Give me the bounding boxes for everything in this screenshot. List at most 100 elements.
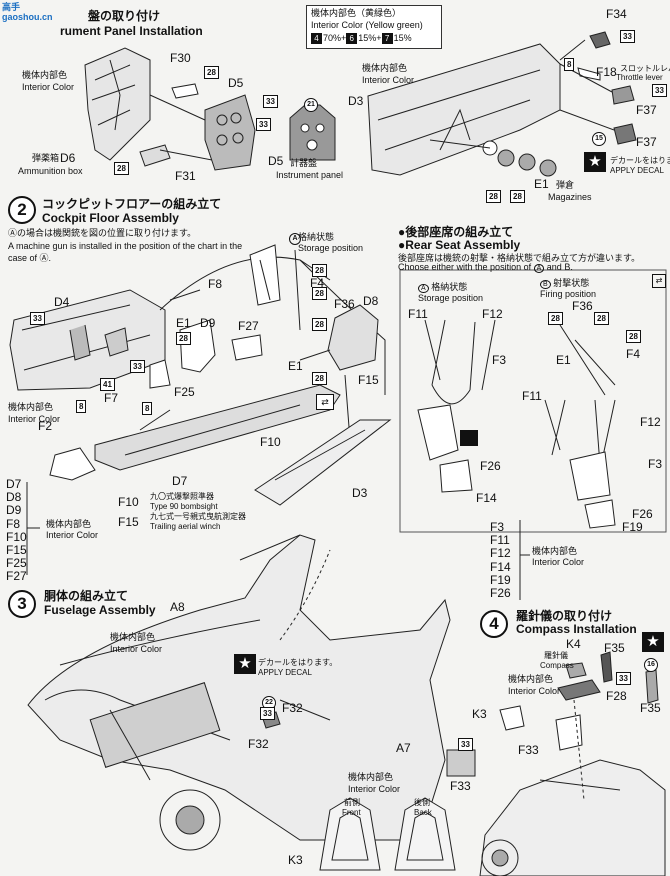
inner-color-jp: 機体内部色 [348,772,394,782]
list-item: F26 [490,586,511,601]
step2-title-en: Cockpit Floor Assembly [42,211,179,225]
paint-badge-28: 28 [312,372,327,385]
alt-marker-icon [460,430,478,446]
part-f2: F2 [38,419,53,433]
paint-7-pct: 15% [393,33,412,43]
part-d4: D4 [54,295,70,309]
paint-circle-21: 21 [304,98,318,112]
rear-seat-note-jp: 後部座席は機銃の射撃・格納状態で組み立て方が違います。 [398,253,641,263]
paint-circle-15: 15 [592,132,606,146]
paint-6-icon: 6 [346,33,358,45]
part-f32-b: F32 [248,737,269,751]
step2-color-parts-list: D7 D8 D9 F8 F10 F15 F25 F27 [6,477,27,584]
part-f27: F27 [238,319,259,333]
inner-color-en: Interior Color [348,784,401,794]
part-f36: F36 [572,299,593,313]
watermark-line1: 高手 [2,2,21,12]
list-color-jp: 機体内部色 [46,519,92,529]
step1-title-en: rument Panel Installation [60,24,203,38]
paint-badge-33: 33 [458,738,473,751]
part-f26: F26 [480,459,501,473]
list-color-en: Interior Color [532,557,585,567]
part-f18: F18 [596,65,617,79]
list-item: F10 [6,529,27,544]
instrument-panel-en: Instrument panel [276,170,344,180]
part-d8: D8 [363,294,379,308]
part-f12-b: F12 [640,415,661,429]
storage-a-title-en: Storage position [418,293,484,303]
plus-2: + [376,33,382,43]
interior-color2-en: Interior Color [362,75,415,85]
part-k4: K4 [566,637,581,651]
part-f14: F14 [476,491,497,505]
bombsight-jp: 九〇式爆撃照準器 [150,492,214,501]
compass-jp: 羅針儀 [544,651,568,660]
part-f11: F11 [408,307,428,321]
list-item: F27 [6,569,27,584]
part-f30: F30 [170,51,191,65]
paint-4-icon: 4 [311,33,322,45]
step3-title-en: Fuselage Assembly [44,603,156,617]
list-item: F19 [490,572,511,587]
paint-badge-33: 33 [260,707,275,720]
interior-color-jp: 機体内部色 [110,632,156,642]
paint-badge-28: 28 [204,66,219,79]
part-f34: F34 [606,7,627,21]
color-box-title-en: Interior Color (Yellow green) [311,20,423,30]
paint-badge-28: 28 [312,264,327,277]
decal-star-icon: ★ [584,152,606,172]
paint-badge-28: 28 [114,162,129,175]
part-a8: A8 [170,600,185,614]
interior-color-en: Interior Color [110,644,163,654]
front-en: Front [342,808,361,817]
interior-color-jp: 機体内部色 [508,674,554,684]
aerial-winch-en: Trailing aerial winch [150,522,221,531]
paint-badge-8: 8 [76,400,87,413]
compass-en: Compass [540,661,574,670]
paint-badge-41: 41 [100,378,115,391]
list-item: D9 [6,503,22,518]
paint-badge-28: 28 [548,312,563,325]
list-item: F15 [6,543,27,558]
part-f7: F7 [104,391,119,405]
paint-badge-28: 28 [176,332,191,345]
firing-b-title-en: Firing position [540,289,597,299]
list-item: F12 [490,546,511,561]
part-f12: F12 [482,307,503,321]
part-f28: F28 [606,689,627,703]
rear-seat-note-en: Choose either with the position of A and… [398,262,573,273]
list-item: F11 [490,533,510,548]
part-f4: F4 [310,276,325,290]
back-jp: 後側 [414,798,430,807]
paint-circle-22: 22 [262,696,276,710]
paint-badge-28: 28 [312,287,327,300]
plus-1: + [341,33,347,43]
part-e1: E1 [556,353,571,367]
list-color-jp: 機体内部色 [532,546,578,556]
firing-b-jp: 射撃状態 [553,278,590,288]
paint-badge-8: 8 [142,402,153,415]
part-d3: D3 [348,94,364,108]
part-a7: A7 [396,741,411,755]
apply-decal-jp: デカールをはります。 [258,658,338,667]
paint-badge-33: 33 [30,312,45,325]
part-f37-a: F37 [636,103,657,117]
storage-a-jp: 格納状態 [431,282,468,292]
interior-color-en: Interior Color [508,686,561,696]
part-f15: F15 [358,373,379,387]
part-k3: K3 [472,707,487,721]
paint-badge-8: 8 [564,58,575,71]
paint-badge-33: 33 [263,95,278,108]
note-and: and [546,262,562,272]
step1-title-jp: 盤の取り付け [88,9,161,23]
paint-badge-33: 33 [652,84,667,97]
part-e1-b: E1 [288,359,303,373]
part-d7: D7 [172,474,188,488]
part-d5: D5 [228,76,244,90]
back-en: Back [414,808,432,817]
paint-badge-28: 28 [594,312,609,325]
part-f25: F25 [174,385,195,399]
part-f8: F8 [208,277,223,291]
alt-arrows-icon: ⇄ [652,274,666,288]
paint-7-icon: 7 [381,33,393,45]
